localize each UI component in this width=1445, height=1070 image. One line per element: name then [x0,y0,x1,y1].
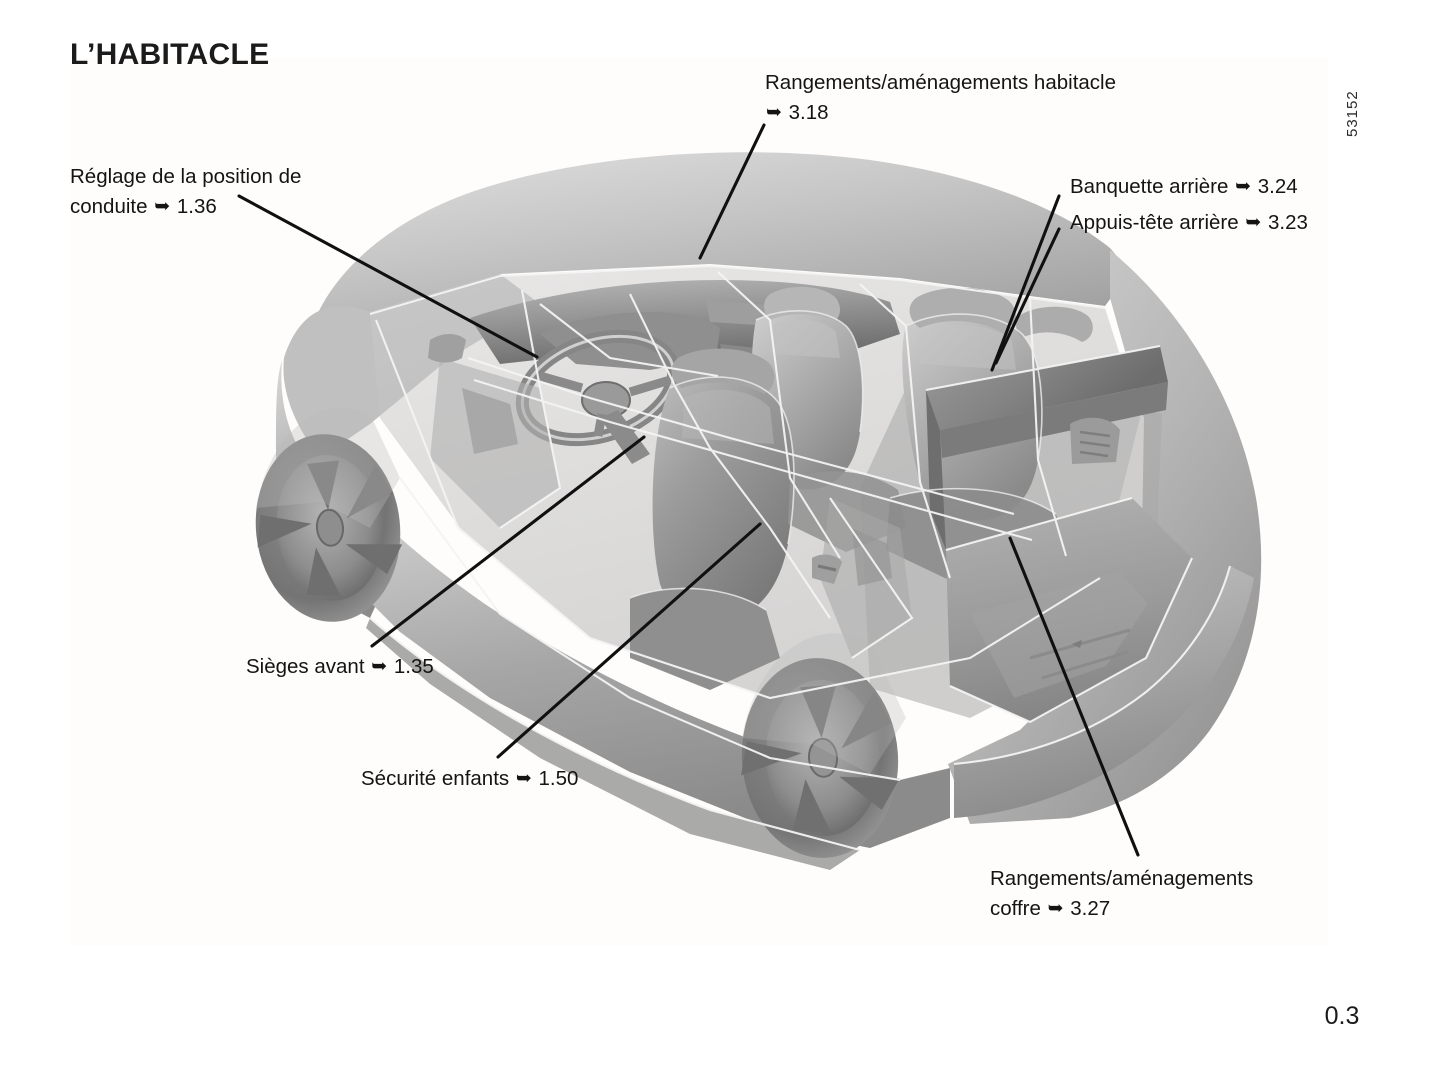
callout-rear-bench: Banquette arrière ➥ 3.24 [1070,172,1298,202]
arrow-icon: ➥ [1245,211,1262,233]
callout-habitacle-storage-line1: Rangements/aménagements habitacle [765,71,1116,94]
callout-driving-position-line2: conduite [70,195,148,218]
arrow-icon: ➥ [766,101,782,123]
callout-boot-storage: Rangements/aménagements coffre ➥ 3.27 [990,864,1253,924]
callout-rear-bench-label: Banquette arrière [1070,175,1229,198]
arrow-icon: ➥ [154,195,171,217]
page-number: 0.3 [1324,1002,1360,1030]
callout-driving-position: Réglage de la position de conduite ➥ 1.3… [70,162,301,222]
arrow-icon: ➥ [1235,175,1252,197]
callout-child-safety-ref: 1.50 [538,767,579,790]
callout-rear-bench-ref: 3.24 [1257,175,1298,198]
callout-front-seats-ref: 1.35 [393,655,434,678]
callout-rear-headrests-ref: 3.23 [1267,211,1308,234]
page-title: L’HABITACLE [70,38,270,72]
arrow-icon: ➥ [371,655,388,677]
callout-front-seats-label: Sièges avant [246,655,365,678]
callout-child-safety-label: Sécurité enfants [361,767,510,790]
callout-driving-position-ref: 1.36 [176,195,217,218]
callout-habitacle-storage-ref: 3.18 [788,101,829,124]
callout-child-safety: Sécurité enfants ➥ 1.50 [361,764,578,794]
callout-habitacle-storage: Rangements/aménagements habitacle ➥ 3.18 [765,68,1116,128]
callout-front-seats: Sièges avant ➥ 1.35 [246,652,434,682]
callout-driving-position-line1: Réglage de la position de [70,165,302,188]
callout-boot-storage-line2: coffre [990,897,1041,920]
callout-rear-headrests-label: Appuis-tête arrière [1070,211,1239,234]
figure-code: 53152 [1344,90,1361,138]
callout-rear-headrests: Appuis-tête arrière ➥ 3.23 [1070,208,1308,238]
callout-boot-storage-line1: Rangements/aménagements [990,867,1254,890]
arrow-icon: ➥ [515,767,532,789]
arrow-icon: ➥ [1047,897,1064,919]
callout-boot-storage-ref: 3.27 [1070,897,1111,920]
